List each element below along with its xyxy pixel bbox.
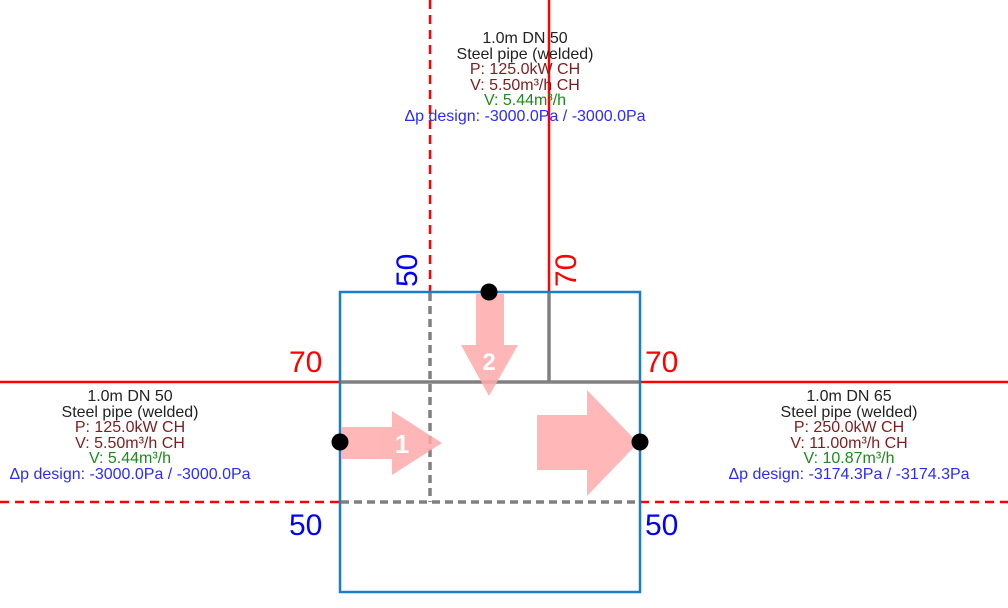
segment-power: P: 125.0kW CH bbox=[74, 419, 186, 436]
dn-label-top-return: 50 bbox=[391, 253, 424, 287]
node-top[interactable] bbox=[480, 283, 498, 301]
node-left[interactable] bbox=[331, 433, 349, 451]
segment-flow-design: V: 5.50m³/h CH bbox=[470, 76, 580, 94]
segment-length-dn: 1.0m DN 50 bbox=[482, 30, 568, 47]
dn-label-top-supply: 70 bbox=[550, 253, 583, 287]
segment-flow: V: 5.44m³/h bbox=[483, 92, 567, 109]
dn-label-right-return: 50 bbox=[645, 509, 679, 542]
dn-label-right-supply: 70 bbox=[645, 346, 679, 379]
node-right[interactable] bbox=[631, 433, 649, 451]
flow-arrow-icon-2: 2 bbox=[461, 294, 518, 396]
segment-length-dn: 1.0m DN 65 bbox=[806, 388, 892, 405]
segment-flow: V: 10.87m³/h bbox=[803, 450, 895, 467]
segment-material: Steel pipe (welded) bbox=[780, 403, 918, 421]
dn-label-left-supply: 70 bbox=[289, 346, 323, 379]
segment-dp-design: Δp design: -3174.3Pa / -3174.3Pa bbox=[728, 465, 970, 483]
segment-label-top[interactable]: 1.0m DN 50 Steel pipe (welded) P: 125.0k… bbox=[330, 31, 720, 124]
flow-arrow-1-label: 1 bbox=[395, 429, 409, 459]
flow-arrow-2-label: 2 bbox=[482, 349, 495, 376]
segment-flow: V: 5.44m³/h bbox=[88, 450, 172, 467]
segment-power: P: 125.0kW CH bbox=[469, 61, 581, 78]
segment-length-dn: 1.0m DN 50 bbox=[87, 388, 173, 405]
flow-arrow-icon-outlet bbox=[537, 390, 638, 496]
segment-material: Steel pipe (welded) bbox=[61, 403, 199, 421]
segment-material: Steel pipe (welded) bbox=[456, 45, 594, 63]
segment-label-right[interactable]: 1.0m DN 65 Steel pipe (welded) P: 250.0k… bbox=[654, 389, 1008, 482]
segment-power: P: 250.0kW CH bbox=[793, 419, 905, 436]
segment-flow-design: V: 11.00m³/h CH bbox=[790, 434, 908, 452]
segment-dp-design: Δp design: -3000.0Pa / -3000.0Pa bbox=[404, 107, 646, 125]
segment-dp-design: Δp design: -3000.0Pa / -3000.0Pa bbox=[9, 465, 251, 483]
segment-flow-design: V: 5.50m³/h CH bbox=[75, 434, 185, 452]
segment-label-left[interactable]: 1.0m DN 50 Steel pipe (welded) P: 125.0k… bbox=[0, 389, 325, 482]
flow-arrow-icon-1: 1 bbox=[341, 411, 442, 475]
dn-label-left-return: 50 bbox=[289, 509, 323, 542]
